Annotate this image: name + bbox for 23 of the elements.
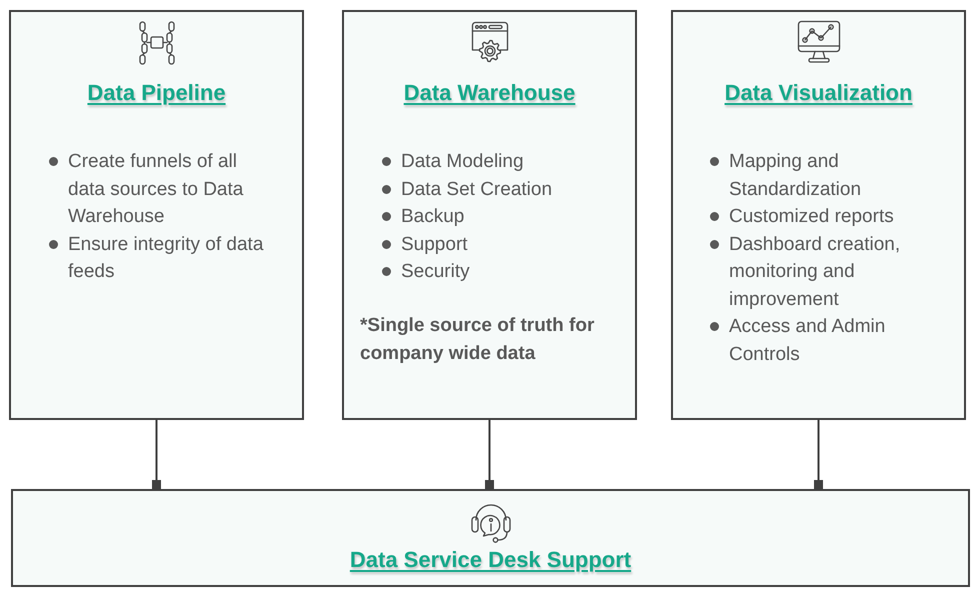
bullet-text: Create funnels of all data sources to Data Warehouse bbox=[68, 150, 244, 229]
bullet-text: Backup bbox=[401, 205, 464, 229]
bullet-text: Mapping and Standardization bbox=[729, 150, 862, 202]
panel-box bbox=[9, 10, 304, 420]
section-title: Data Visualization bbox=[724, 80, 912, 106]
panel-box bbox=[342, 10, 637, 420]
connector-line bbox=[485, 420, 494, 489]
bullet-text: Dashboard creation, monitoring and improvement bbox=[729, 232, 902, 312]
connector-line bbox=[814, 420, 823, 489]
section-title: Data Service Desk Support bbox=[350, 547, 632, 573]
bullet-text: Customized reports bbox=[729, 205, 894, 229]
section-title: Data Warehouse bbox=[404, 80, 576, 106]
bullet-text: Security bbox=[401, 260, 470, 284]
note-text: *Single source of truth for company wide data bbox=[360, 314, 596, 366]
bullet-text: Data Modeling bbox=[401, 150, 524, 174]
bullet-text: Data Set Creation bbox=[401, 178, 552, 202]
panel-box bbox=[11, 489, 970, 587]
connector-line bbox=[152, 420, 161, 489]
section-title: Data Pipeline bbox=[87, 80, 226, 106]
panel-box bbox=[671, 10, 966, 420]
bullet-text: Ensure integrity of data feeds bbox=[68, 232, 264, 284]
bullet-text: Support bbox=[401, 232, 468, 256]
bullet-text: Access and Admin Controls bbox=[729, 315, 886, 366]
